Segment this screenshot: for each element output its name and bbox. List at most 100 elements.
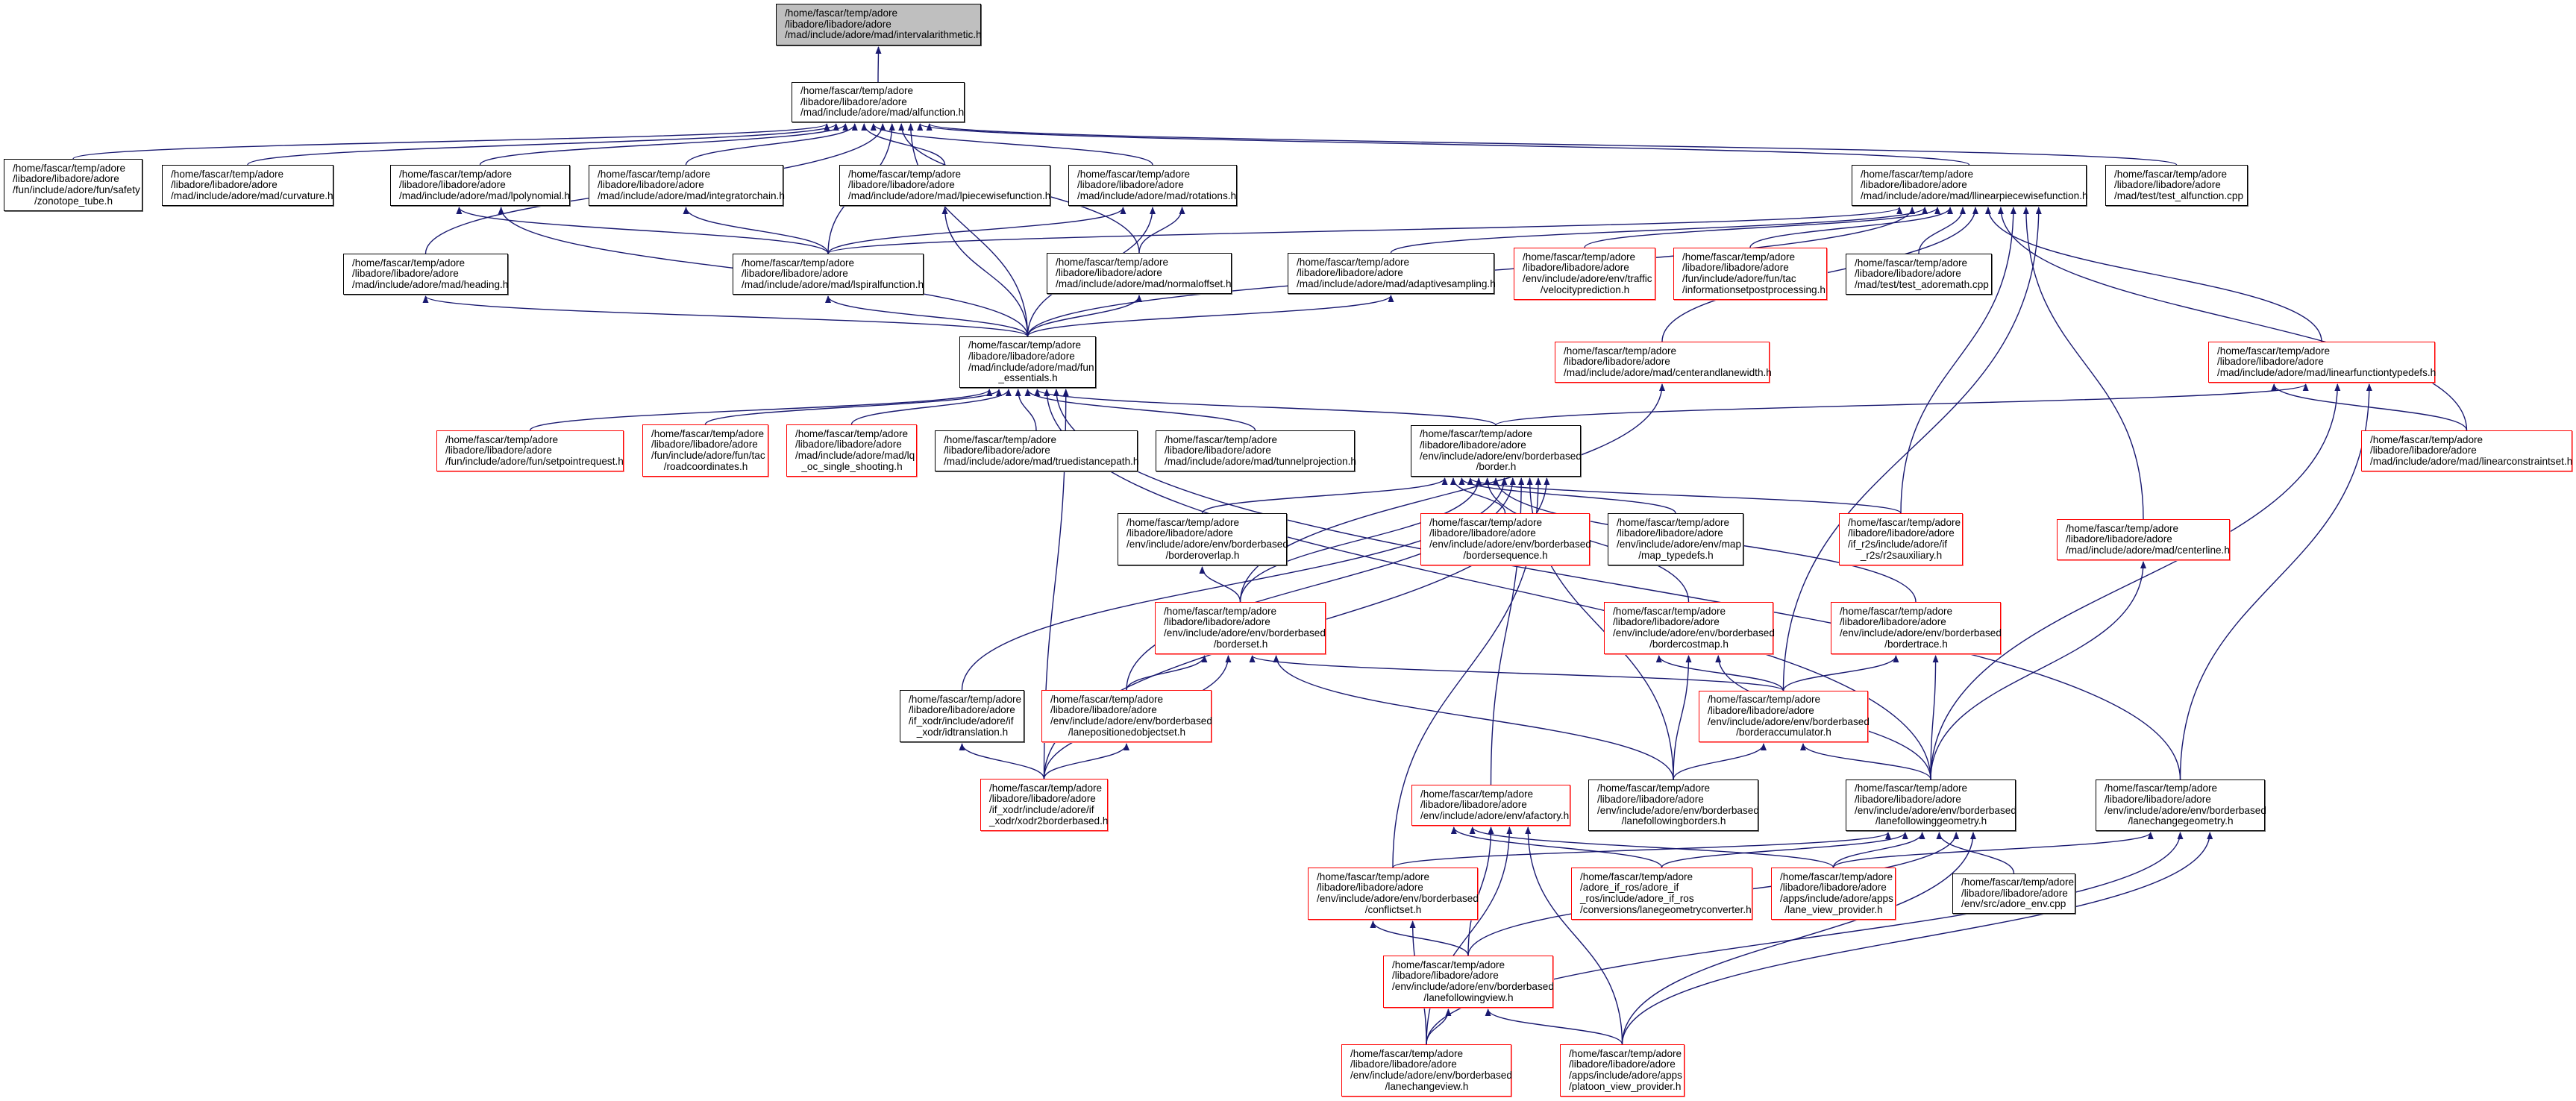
file-node-lanefollowinggeometry[interactable]: /home/fascar/temp/adore/libadore/libador… — [1846, 780, 2016, 831]
file-node-idtranslation[interactable]: /home/fascar/temp/adore/libadore/libador… — [900, 690, 1024, 742]
file-node-lanefollowingborders[interactable]: /home/fascar/temp/adore/libadore/libador… — [1588, 780, 1759, 831]
file-path-line: /mad/include/adore/mad/curvature.h — [171, 189, 333, 201]
file-path-line: /mad/include/adore/mad/centerline.h — [2066, 544, 2230, 556]
file-node-bordertrace[interactable]: /home/fascar/temp/adore/libadore/libador… — [1831, 602, 2002, 654]
file-node-lane-view-provider[interactable]: /home/fascar/temp/adore/libadore/libador… — [1771, 868, 1896, 920]
file-path-line: /libadore/libadore/adore — [909, 704, 1015, 716]
file-node-borderset[interactable]: /home/fascar/temp/adore/libadore/libador… — [1155, 602, 1326, 654]
file-path-line: /mad/include/adore/mad/rotations.h — [1077, 189, 1237, 201]
file-path-line: /mad/include/adore/mad/lpolynomial.h — [399, 189, 570, 201]
file-node-informationsetpostprocessing[interactable]: /home/fascar/temp/adore/libadore/libador… — [1673, 248, 1827, 300]
file-node-linearfunctiontypedefs[interactable]: /home/fascar/temp/adore/libadore/libador… — [2208, 342, 2436, 383]
include-edge-lpiecewisefunction-to-alfunction — [861, 123, 946, 166]
file-node-lanepositionedobjectset[interactable]: /home/fascar/temp/adore/libadore/libador… — [1041, 690, 1212, 742]
file-node-lanefollowingview[interactable]: /home/fascar/temp/adore/libadore/libador… — [1383, 956, 1554, 1008]
file-path-line: /roadcoordinates.h — [663, 460, 748, 472]
file-path-line: /libadore/libadore/adore — [1164, 616, 1270, 628]
file-path-line: /libadore/libadore/adore — [2370, 445, 2477, 457]
file-node-test-alfunction[interactable]: /home/fascar/temp/adore/libadore/libador… — [2105, 165, 2248, 206]
include-edge-lspiralfunction-to-lpolynomial — [456, 207, 829, 254]
file-path-line: /libadore/libadore/adore — [13, 173, 119, 185]
file-node-velocityprediction[interactable]: /home/fascar/temp/adore/libadore/libador… — [1514, 248, 1655, 300]
file-node-afactory[interactable]: /home/fascar/temp/adore/libadore/libador… — [1411, 785, 1570, 826]
include-edge-rotations-to-alfunction — [870, 123, 1153, 166]
file-node-zonotope-tube[interactable]: /home/fascar/temp/adore/libadore/libador… — [4, 159, 142, 211]
include-edge-alfunction-to-intervalarithmetic — [875, 46, 882, 83]
file-node-llinearpiecewisefunction[interactable]: /home/fascar/temp/adore/libadore/libador… — [1852, 165, 2088, 206]
include-edge-fun_essentials-to-heading — [422, 295, 1029, 337]
include-edge-conflictset-to-lanefollowinggeometry — [1392, 832, 1891, 868]
file-node-bordersequence[interactable]: /home/fascar/temp/adore/libadore/libador… — [1420, 513, 1591, 565]
file-node-lanechangegeometry[interactable]: /home/fascar/temp/adore/libadore/libador… — [2096, 780, 2266, 831]
include-edge-borderset-to-border — [1239, 477, 1482, 603]
file-path-line: /lanefollowingborders.h — [1621, 815, 1726, 827]
file-node-roadcoordinates[interactable]: /home/fascar/temp/adore/libadore/libador… — [642, 424, 768, 477]
file-node-intervalarithmetic[interactable]: /home/fascar/temp/adore/libadore/libador… — [776, 4, 982, 46]
file-node-r2sauxiliary[interactable]: /home/fascar/temp/adore/libadore/libador… — [1839, 513, 1963, 565]
file-path-line: /conversions/lanegeometryconverter.h — [1580, 903, 1752, 915]
file-node-curvature[interactable]: /home/fascar/temp/adore/libadore/libador… — [162, 165, 333, 206]
include-edge-xodr2borderbased-to-lanepositionedobjectset — [1043, 743, 1129, 780]
include-edge-lanegeometryconverter-to-afactory — [1450, 826, 1663, 868]
include-edge-lanegeometryconverter-to-lanefollowinggeometry — [1661, 832, 1908, 868]
file-node-adaptivesampling[interactable]: /home/fascar/temp/adore/libadore/libador… — [1288, 253, 1496, 294]
file-path-line: /libadore/libadore/adore — [1961, 887, 2068, 899]
file-node-platoon-view-provider[interactable]: /home/fascar/temp/adore/libadore/libador… — [1560, 1044, 1685, 1097]
file-node-lanechangeview[interactable]: /home/fascar/temp/adore/libadore/libador… — [1341, 1044, 1512, 1097]
include-edge-lane_view_provider-to-lanefollowinggeometry — [1832, 832, 1925, 868]
file-node-borderaccumulator[interactable]: /home/fascar/temp/adore/libadore/libador… — [1699, 691, 1870, 742]
file-path-line: /libadore/libadore/adore — [1682, 262, 1789, 274]
file-path-line: /home/fascar/temp/adore — [1708, 694, 1821, 706]
file-path-line: /libadore/libadore/adore — [1780, 882, 1887, 894]
file-node-centerandlanewidth[interactable]: /home/fascar/temp/adore/libadore/libador… — [1555, 342, 1772, 383]
include-edge-borderaccumulator-to-bordercostmap — [1655, 655, 1784, 691]
file-path-line: /libadore/libadore/adore — [1617, 527, 1723, 539]
file-path-line: /home/fascar/temp/adore — [944, 433, 1057, 445]
include-edge-roadcoordinates-to-fun_essentials — [704, 389, 1002, 425]
file-path-line: /env/include/adore/env/afactory.h — [1420, 809, 1570, 821]
file-node-lpolynomial[interactable]: /home/fascar/temp/adore/libadore/libador… — [390, 165, 570, 206]
file-path-line: /mad/include/adore/mad/truedistancepath.… — [944, 455, 1139, 467]
file-node-centerline[interactable]: /home/fascar/temp/adore/libadore/libador… — [2057, 519, 2230, 560]
include-edge-borderaccumulator-to-bordertrace — [1782, 655, 1899, 691]
include-edge-fun_essentials-to-lpiecewisefunction — [941, 207, 1029, 337]
file-node-lq-oc-single-shooting[interactable]: /home/fascar/temp/adore/libadore/libador… — [786, 424, 917, 477]
file-node-rotations[interactable]: /home/fascar/temp/adore/libadore/libador… — [1068, 165, 1237, 206]
file-node-lanegeometryconverter[interactable]: /home/fascar/temp/adore/adore_if_ros/ado… — [1571, 868, 1752, 920]
file-node-alfunction[interactable]: /home/fascar/temp/adore/libadore/libador… — [792, 82, 965, 122]
file-path-line: /home/fascar/temp/adore — [1392, 959, 1505, 970]
file-path-line: /libadore/libadore/adore — [1350, 1058, 1457, 1070]
include-edge-borderoverlap-to-border — [1201, 477, 1448, 514]
file-node-test-adoremath[interactable]: /home/fascar/temp/adore/libadore/libador… — [1846, 254, 1992, 295]
file-node-integratorchain[interactable]: /home/fascar/temp/adore/libadore/libador… — [589, 165, 785, 206]
include-edge-test_alfunction-to-alfunction — [927, 123, 2178, 166]
include-edge-setpointrequest-to-fun_essentials — [529, 389, 993, 431]
file-path-line: /env/include/adore/env/borderbased — [1840, 627, 2002, 639]
file-node-border[interactable]: /home/fascar/temp/adore/libadore/libador… — [1411, 425, 1582, 477]
file-node-fun-essentials[interactable]: /home/fascar/temp/adore/libadore/libador… — [959, 336, 1096, 388]
file-node-truedistancepath[interactable]: /home/fascar/temp/adore/libadore/libador… — [935, 430, 1138, 471]
file-node-map-typedefs[interactable]: /home/fascar/temp/adore/libadore/libador… — [1608, 513, 1743, 565]
file-node-tunnelprojection[interactable]: /home/fascar/temp/adore/libadore/libador… — [1156, 430, 1356, 471]
file-node-adore-env[interactable]: /home/fascar/temp/adore/libadore/libador… — [1952, 873, 2075, 914]
file-node-setpointrequest[interactable]: /home/fascar/temp/adore/libadore/libador… — [436, 430, 624, 471]
file-path-line: /home/fascar/temp/adore — [2217, 345, 2331, 357]
file-node-lpiecewisefunction[interactable]: /home/fascar/temp/adore/libadore/libador… — [839, 165, 1050, 206]
file-path-line: /home/fascar/temp/adore — [1682, 251, 1796, 263]
file-path-line: /bordersequence.h — [1463, 549, 1548, 561]
file-node-conflictset[interactable]: /home/fascar/temp/adore/libadore/libador… — [1308, 868, 1479, 920]
include-edge-borderaccumulator-to-llinearpiecewisefunction — [1782, 207, 2042, 691]
file-node-lspiralfunction[interactable]: /home/fascar/temp/adore/libadore/libador… — [733, 254, 924, 295]
file-path-line: /home/fascar/temp/adore — [1420, 428, 1533, 440]
file-node-heading[interactable]: /home/fascar/temp/adore/libadore/libador… — [343, 254, 508, 295]
file-node-borderoverlap[interactable]: /home/fascar/temp/adore/libadore/libador… — [1118, 513, 1288, 565]
include-edge-lspiralfunction-to-llinearpiecewisefunction — [827, 207, 1902, 254]
include-edge-velocityprediction-to-llinearpiecewisefunction — [1584, 207, 1940, 248]
file-node-xodr2borderbased[interactable]: /home/fascar/temp/adore/libadore/libador… — [980, 779, 1108, 831]
file-node-linearconstraintset[interactable]: /home/fascar/temp/adore/libadore/libador… — [2361, 430, 2572, 471]
file-path-line: /borderoverlap.h — [1165, 549, 1240, 561]
include-edge-platoon_view_provider-to-afactory — [1525, 826, 1623, 1045]
file-node-normaloffset[interactable]: /home/fascar/temp/adore/libadore/libador… — [1047, 253, 1232, 294]
file-path-line: /home/fascar/temp/adore — [2105, 782, 2218, 794]
file-node-bordercostmap[interactable]: /home/fascar/temp/adore/libadore/libador… — [1604, 602, 1775, 654]
